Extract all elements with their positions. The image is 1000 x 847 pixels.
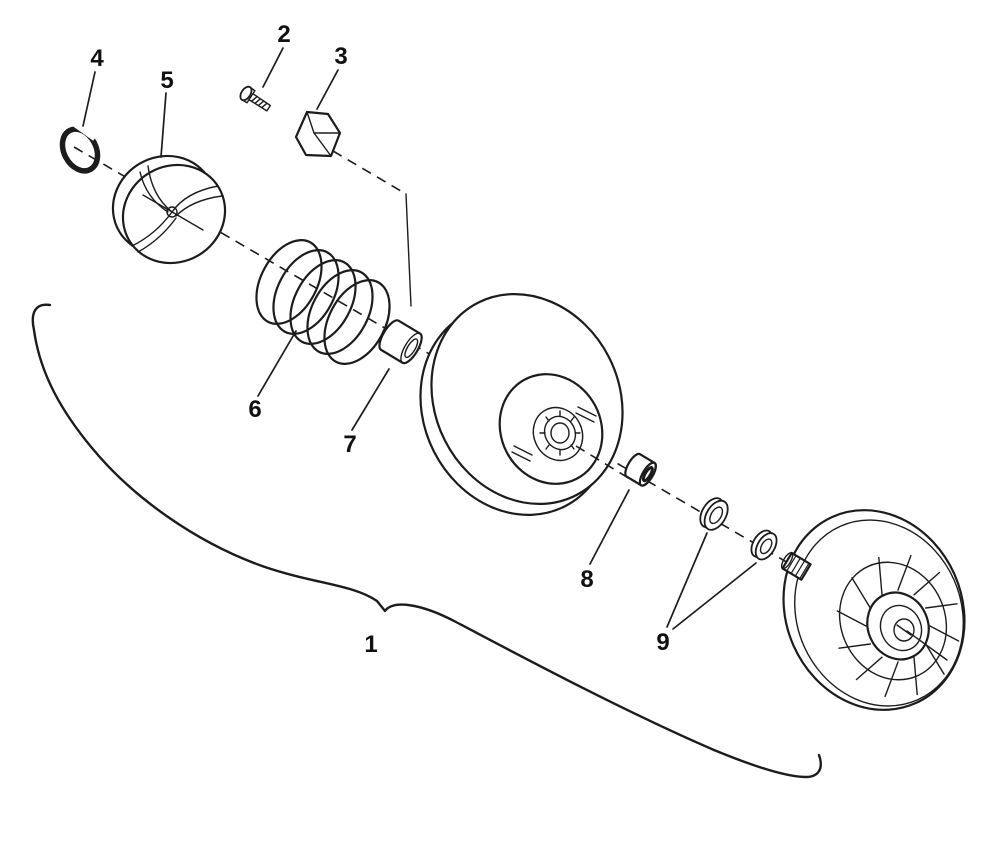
washer-rear — [750, 529, 778, 561]
snap-ring — [59, 117, 101, 174]
part-label-7: 7 — [343, 431, 356, 458]
leader-line-9a — [666, 532, 708, 628]
leader-line-3 — [316, 69, 339, 110]
part-label-1: 1 — [364, 631, 377, 658]
part-label-2: 2 — [277, 21, 290, 48]
leader-line-4 — [82, 71, 96, 127]
leader-line-9b — [672, 562, 757, 630]
fixed-sheave-fan — [782, 509, 966, 711]
part-label-8: 8 — [580, 566, 593, 593]
part-label-9: 9 — [656, 629, 669, 656]
part-label-6: 6 — [248, 396, 261, 423]
leader-line-6 — [257, 330, 297, 397]
leader-line-7 — [351, 368, 390, 431]
cam-block — [294, 110, 342, 158]
leader-lines — [82, 47, 757, 630]
bushing — [378, 319, 423, 365]
splined-shaft-stub — [780, 551, 812, 581]
leader-line-5 — [160, 92, 167, 158]
cam-block-alignment-line — [332, 150, 412, 307]
assembly-brace — [31, 303, 822, 779]
leader-line-2 — [262, 47, 284, 88]
part-label-4: 4 — [90, 45, 104, 72]
compression-spring — [255, 239, 391, 365]
washer-front — [699, 497, 729, 531]
retaining-bolt — [239, 85, 272, 112]
leader-line-8 — [589, 489, 630, 565]
spacer — [624, 452, 657, 487]
part-label-3: 3 — [334, 43, 347, 70]
axis-continuation-line — [906, 630, 948, 661]
spider-ramp-cup — [111, 154, 227, 265]
part-label-5: 5 — [160, 67, 173, 94]
movable-sheave-disc — [419, 292, 631, 517]
